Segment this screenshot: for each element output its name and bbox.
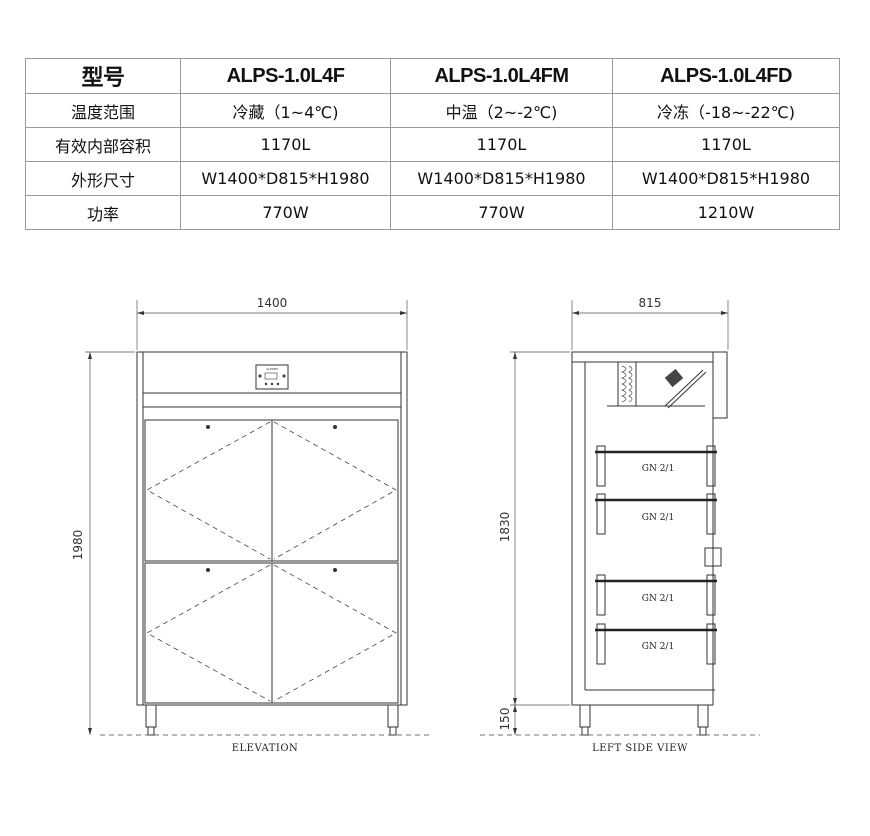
cell: 1170L — [390, 127, 613, 162]
cell: 770W — [390, 195, 613, 230]
shelf: GN 2/1 — [595, 493, 717, 535]
elevation-caption: ELEVATION — [232, 743, 299, 754]
shelf-label: GN 2/1 — [642, 594, 674, 604]
cell: 770W — [180, 195, 391, 230]
leg-height-dim-label: 150 — [498, 708, 512, 731]
shelf-label: GN 2/1 — [642, 464, 674, 474]
legs — [145, 704, 399, 736]
shelf: GN 2/1 — [595, 574, 717, 616]
spec-table: 型号 ALPS-1.0L4F ALPS-1.0L4FM ALPS-1.0L4FD… — [25, 58, 840, 230]
depth-dim-label: 815 — [639, 296, 662, 310]
cell: 冷冻（-18~-22℃) — [612, 93, 840, 128]
elevation-view: 1400 1980 ALPSEN — [71, 296, 430, 754]
model-name: ALPS-1.0L4FD — [612, 58, 840, 94]
spec-row-temperature: 温度范围 冷藏（1~4℃) 中温（2~-2℃) 冷冻（-18~-22℃) — [25, 93, 840, 128]
door-bottom-left — [144, 562, 273, 704]
shelf-label: GN 2/1 — [642, 513, 674, 523]
fan — [664, 368, 684, 388]
height-dimension: 1980 — [71, 351, 135, 735]
cell: W1400*D815*H1980 — [180, 161, 391, 196]
model-name: ALPS-1.0L4F — [180, 58, 391, 94]
side-body — [571, 351, 714, 706]
shelves: GN 2/1 GN 2/1 GN 2/1 GN 2/1 — [595, 445, 717, 665]
side-view: 815 1830 150 — [480, 296, 760, 754]
cell: W1400*D815*H1980 — [390, 161, 613, 196]
model-label: 型号 — [25, 58, 181, 94]
row-label: 功率 — [25, 195, 181, 230]
door-profile-top — [712, 351, 728, 419]
spec-row-power: 功率 770W 770W 1210W — [25, 195, 840, 230]
shelf: GN 2/1 — [595, 445, 717, 487]
doors — [144, 419, 399, 704]
hinge — [704, 547, 722, 567]
body-height-dim-label: 1830 — [498, 512, 512, 543]
side-legs — [579, 704, 709, 736]
refrigeration-unit — [607, 361, 707, 409]
shelf: GN 2/1 — [595, 623, 717, 665]
row-label: 外形尺寸 — [25, 161, 181, 196]
width-dimension: 1400 — [136, 296, 408, 350]
width-dim-label: 1400 — [257, 296, 288, 310]
brand-logo: ALPSEN — [266, 367, 278, 371]
spec-row-dimensions: 外形尺寸 W1400*D815*H1980 W1400*D815*H1980 W… — [25, 161, 840, 196]
door-top-right — [271, 419, 399, 562]
condenser — [617, 361, 637, 407]
door-bottom-right — [271, 562, 399, 704]
cell: 冷藏（1~4℃) — [180, 93, 391, 128]
door-top-left — [144, 419, 273, 562]
cabinet-body — [136, 351, 408, 706]
row-label: 有效内部容积 — [25, 127, 181, 162]
side-view-caption: LEFT SIDE VIEW — [592, 743, 688, 754]
control-panel: ALPSEN — [255, 364, 289, 390]
side-height-dimension: 1830 150 — [498, 351, 570, 735]
depth-dimension: 815 — [571, 296, 729, 350]
cell: 1210W — [612, 195, 840, 230]
spec-header-row: 型号 ALPS-1.0L4F ALPS-1.0L4FM ALPS-1.0L4FD — [25, 58, 840, 94]
height-dim-label: 1980 — [71, 530, 85, 561]
shelf-label: GN 2/1 — [642, 642, 674, 652]
